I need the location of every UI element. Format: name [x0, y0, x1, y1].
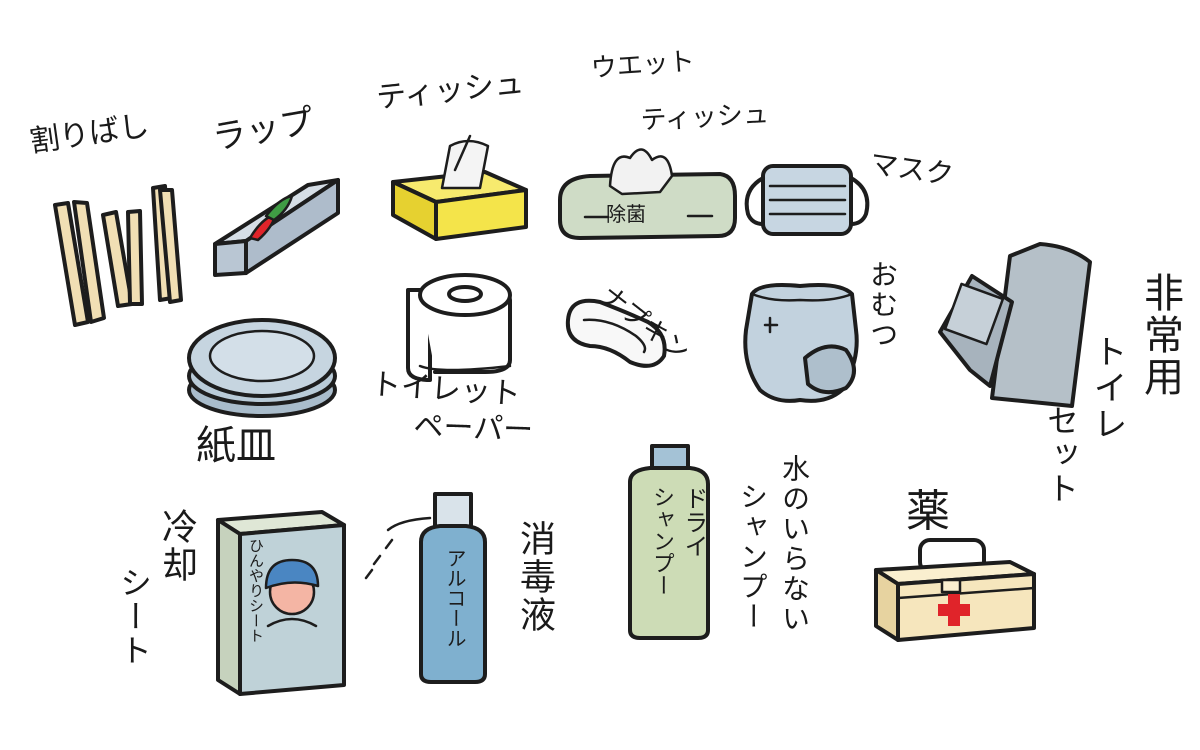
dry-shampoo-bottle-icon: [628, 444, 710, 640]
label-toilet-paper-line2: ペーパー: [412, 409, 534, 449]
plates-icon: [187, 318, 337, 418]
label-emergency-toilet-col3: セット: [1042, 404, 1080, 506]
label-emergency-toilet-col2: トイレ: [1087, 334, 1127, 442]
alcohol-bottle-text: アルコール: [443, 548, 467, 648]
medicine-box-icon: [874, 538, 1036, 642]
red-cross-icon: [938, 594, 970, 626]
label-waterless-col1: 水のいらない: [778, 454, 811, 634]
diaper-icon: [743, 283, 859, 403]
label-wet-tissue-line2: ティッシュ: [639, 99, 770, 136]
label-wet-tissue-line1: ウエット: [589, 46, 696, 84]
emergency-toilet-set-icon: [938, 242, 1092, 408]
wet-tissue-pack-icon: [558, 148, 737, 240]
dry-shampoo-bottle-text-col1: ドライ: [680, 486, 708, 558]
mask-icon: [744, 164, 870, 236]
label-paper-plate: 紙皿: [196, 423, 276, 469]
label-cooling-sheet-col1: 冷却: [156, 508, 197, 584]
label-diaper: おむつ: [866, 260, 899, 350]
cooling-sheet-box-icon: [216, 510, 346, 696]
label-emergency-toilet-col1: 非常用: [1137, 272, 1183, 398]
tissue-box-icon: [391, 134, 528, 241]
napkin-icon: [565, 298, 667, 368]
label-waterless-col2: シャンプー: [736, 482, 769, 632]
wet-tissue-pack-text: 除菌: [606, 202, 646, 226]
alcohol-bottle-icon: [419, 492, 487, 684]
label-disinfectant: 消毒液: [514, 520, 555, 634]
toilet-paper-icon: [406, 273, 512, 382]
label-medicine: 薬: [906, 486, 950, 537]
dry-shampoo-bottle-text-col2: シャンプー: [649, 486, 674, 596]
label-cooling-sheet-col2: シート: [115, 566, 153, 668]
chopsticks-icon: [53, 184, 183, 327]
wrap-box-icon: [213, 178, 340, 277]
cooling-sheet-pack-text: ひんやりシート: [247, 538, 265, 643]
spray-mist-icon: [364, 516, 432, 580]
